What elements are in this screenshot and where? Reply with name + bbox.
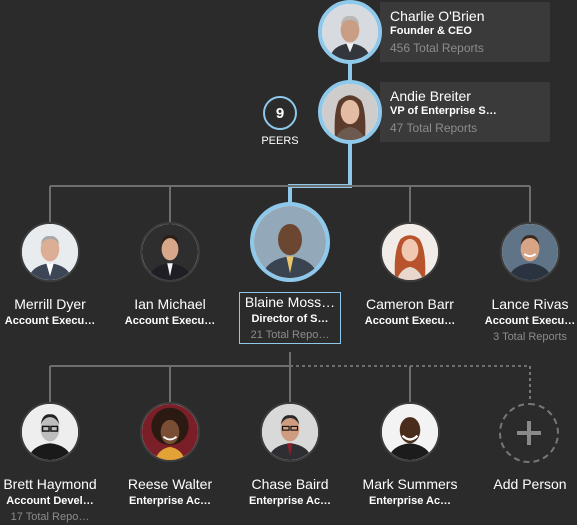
founder-reports: 456 Total Reports	[390, 41, 484, 55]
employee-avatar-lance[interactable]	[500, 222, 560, 282]
employee-title: Account Execu…	[484, 315, 576, 327]
employee-name: Cameron Barr	[366, 296, 454, 312]
employee-title: Director of S…	[251, 313, 329, 325]
person-photo-icon	[322, 4, 378, 60]
employee-card-blaine-selected[interactable]: Blaine Moss… Director of S… 21 Total Rep…	[239, 292, 341, 344]
employee-reports: 3 Total Reports	[493, 331, 567, 343]
employee-name: Blaine Moss…	[244, 294, 336, 310]
founder-card[interactable]: Charlie O'Brien Founder & CEO 456 Total …	[380, 2, 550, 62]
employee-reports: 17 Total Repo…	[10, 511, 90, 523]
employee-avatar-reese[interactable]	[140, 402, 200, 462]
employee-title: Account Devel…	[6, 495, 94, 507]
employee-title: Account Execu…	[364, 315, 456, 327]
founder-avatar[interactable]	[318, 0, 382, 64]
employee-name: Chase Baird	[251, 476, 329, 492]
employee-avatar-merrill[interactable]	[20, 222, 80, 282]
employee-card-ian[interactable]: Ian Michael Account Execu…	[112, 295, 228, 329]
employee-name: Mark Summers	[362, 476, 458, 492]
employee-title: Account Execu…	[124, 315, 216, 327]
employee-card-cameron[interactable]: Cameron Barr Account Execu…	[352, 295, 468, 329]
manager-name: Andie Breiter	[390, 88, 471, 104]
employee-card-reese[interactable]: Reese Walter Enterprise Ac…	[112, 475, 228, 509]
manager-card[interactable]: Andie Breiter VP of Enterprise S… 47 Tot…	[380, 82, 550, 142]
employee-title: Account Execu…	[4, 315, 96, 327]
employee-avatar-ian[interactable]	[140, 222, 200, 282]
person-photo-icon	[142, 404, 198, 460]
peers-count-badge[interactable]: 9	[263, 96, 297, 130]
add-person-label-wrap[interactable]: Add Person	[472, 475, 577, 493]
employee-title: Enterprise Ac…	[248, 495, 332, 507]
employee-card-merrill[interactable]: Merrill Dyer Account Execu…	[0, 295, 108, 329]
founder-name: Charlie O'Brien	[390, 8, 485, 24]
employee-avatar-chase[interactable]	[260, 402, 320, 462]
employee-name: Lance Rivas	[491, 296, 569, 312]
manager-reports: 47 Total Reports	[390, 121, 478, 135]
person-photo-icon	[502, 224, 558, 280]
employee-card-mark[interactable]: Mark Summers Enterprise Ac…	[352, 475, 468, 509]
employee-avatar-mark[interactable]	[380, 402, 440, 462]
employee-name: Merrill Dyer	[14, 296, 86, 312]
peers-label: PEERS	[261, 135, 299, 147]
add-person-button[interactable]	[499, 403, 559, 463]
employee-avatar-brett[interactable]	[20, 402, 80, 462]
add-person-label: Add Person	[493, 476, 567, 492]
employee-avatar-blaine[interactable]	[250, 202, 330, 282]
employee-card-chase[interactable]: Chase Baird Enterprise Ac…	[232, 475, 348, 509]
founder-title: Founder & CEO	[390, 25, 472, 37]
employee-title: Enterprise Ac…	[368, 495, 452, 507]
manager-title: VP of Enterprise S…	[390, 105, 497, 117]
person-photo-icon	[254, 206, 326, 278]
person-photo-icon	[22, 224, 78, 280]
person-photo-icon	[22, 404, 78, 460]
employee-card-brett[interactable]: Brett Haymond Account Devel… 17 Total Re…	[0, 475, 108, 525]
employee-name: Reese Walter	[127, 476, 213, 492]
employee-card-lance[interactable]: Lance Rivas Account Execu… 3 Total Repor…	[472, 295, 577, 345]
person-photo-icon	[382, 224, 438, 280]
employee-title: Enterprise Ac…	[128, 495, 212, 507]
person-photo-icon	[322, 84, 378, 140]
employee-name: Brett Haymond	[3, 476, 97, 492]
person-photo-icon	[262, 404, 318, 460]
manager-avatar[interactable]	[318, 80, 382, 144]
person-photo-icon	[142, 224, 198, 280]
person-photo-icon	[382, 404, 438, 460]
plus-icon	[517, 421, 541, 445]
employee-reports: 21 Total Repo…	[250, 329, 330, 341]
employee-name: Ian Michael	[134, 296, 206, 312]
employee-avatar-cameron[interactable]	[380, 222, 440, 282]
